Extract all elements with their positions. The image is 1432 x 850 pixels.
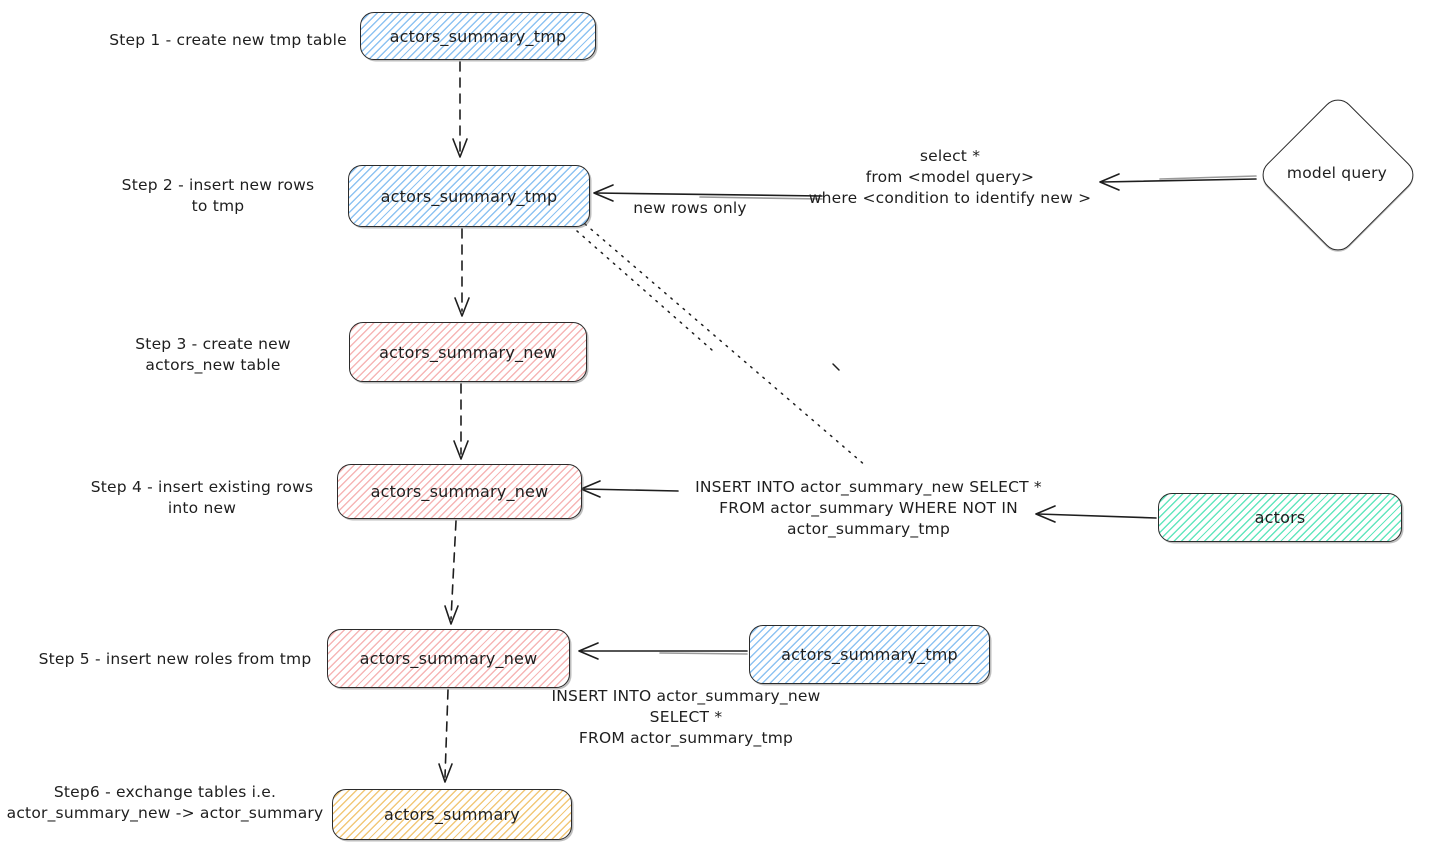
step-3-node[interactable]: actors_summary_new xyxy=(349,322,587,382)
insert-from-tmp-sql-text[interactable]: INSERT INTO actor_summary_new SELECT * F… xyxy=(551,687,821,747)
step-3-node-label: actors_summary_new xyxy=(379,342,557,362)
flow-arrow-step4-step5 xyxy=(444,520,459,625)
actors-node[interactable]: actors xyxy=(1158,493,1402,542)
step-5-node[interactable]: actors_summary_new xyxy=(327,629,570,688)
tmp-insert-arrow xyxy=(578,642,748,660)
model-query-label: model query xyxy=(1286,164,1388,182)
step-5-label[interactable]: Step 5 - insert new roles from tmp xyxy=(38,650,312,668)
step-2-node[interactable]: actors_summary_tmp xyxy=(348,165,590,227)
flow-arrow-step5-step6 xyxy=(438,689,453,783)
insert-existing-sql-text[interactable]: INSERT INTO actor_summary_new SELECT * F… xyxy=(695,478,1042,538)
tmp-reference-dotted-line xyxy=(576,223,867,467)
step-2-node-label: actors_summary_tmp xyxy=(380,186,558,206)
step-4-node-label: actors_summary_new xyxy=(370,482,549,501)
flow-arrow-step1-step2 xyxy=(452,61,468,158)
step-1-node[interactable]: actors_summary_tmp xyxy=(360,12,596,60)
model-query-arrow xyxy=(1099,173,1257,191)
step-4-node[interactable]: actors_summary_new xyxy=(337,464,582,519)
flow-arrow-step2-step3 xyxy=(454,228,470,317)
step-3-label[interactable]: Step 3 - create new actors_new table xyxy=(135,335,291,374)
step-6-node[interactable]: actors_summary xyxy=(332,789,572,840)
flow-arrow-step3-step4 xyxy=(453,383,469,460)
step-6-label[interactable]: Step6 - exchange tables i.e. actor_summa… xyxy=(6,783,324,822)
new-rows-only-label[interactable]: new rows only xyxy=(633,199,747,217)
actors-arrow xyxy=(1035,505,1157,523)
actors-node-label: actors xyxy=(1254,508,1306,527)
tmp-source-node-label: actors_summary_tmp xyxy=(781,645,958,664)
step-4-label[interactable]: Step 4 - insert existing rows into new xyxy=(90,478,314,517)
select-query-text[interactable]: select * from <model query> where <condi… xyxy=(808,147,1092,207)
tmp-source-node[interactable]: actors_summary_tmp xyxy=(749,625,990,684)
step-5-node-label: actors_summary_new xyxy=(359,649,538,668)
step-1-label[interactable]: Step 1 - create new tmp table xyxy=(109,31,347,49)
step-6-node-label: actors_summary xyxy=(384,805,520,824)
step-2-label[interactable]: Step 2 - insert new rows to tmp xyxy=(121,176,315,215)
insert-existing-arrow xyxy=(580,480,679,498)
step-1-node-label: actors_summary_tmp xyxy=(389,26,567,46)
